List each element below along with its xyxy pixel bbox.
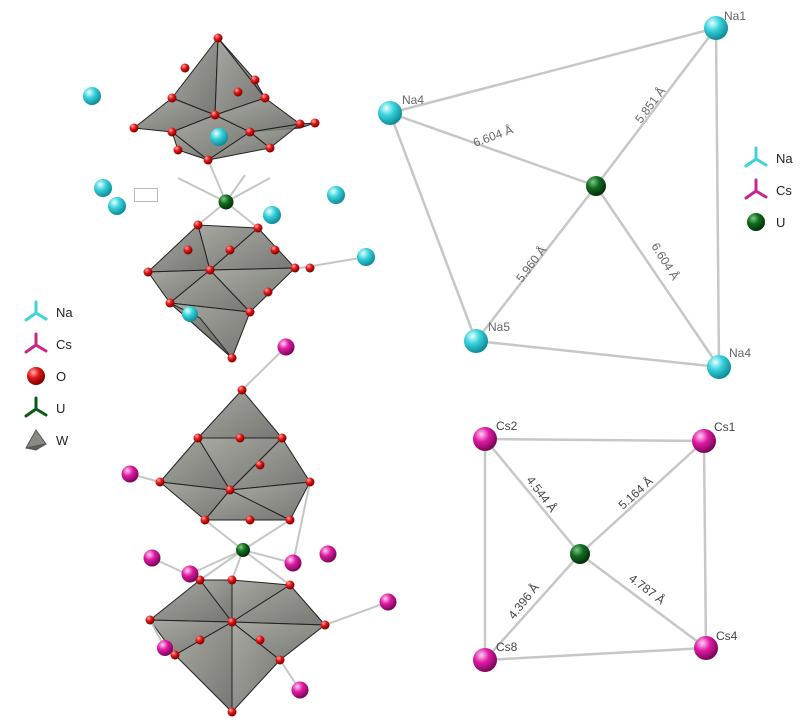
distance-na4-bottom: 6.604 Å	[648, 240, 683, 283]
cs-panel-labels: Cs2 Cs1 Cs8 Cs4	[496, 419, 738, 654]
cs8-label: Cs8	[496, 640, 518, 654]
u-atom-na-panel	[586, 176, 606, 196]
distance-na1: 5.851 Å	[631, 84, 668, 126]
cs2-label: Cs2	[496, 419, 518, 433]
legend-left-w-label: W	[56, 432, 69, 448]
na-panel-distances: 6.604 Å 5.851 Å 5.960 Å 6.604 Å	[471, 84, 683, 285]
na4-top-label: Na4	[402, 93, 424, 107]
cs8-atom	[473, 648, 497, 672]
cs1-label: Cs1	[714, 420, 736, 434]
w-polyhedra-cluster-cs-top	[158, 389, 311, 521]
legend-right-u: U	[742, 210, 793, 234]
legend-left-cs: Cs	[22, 332, 73, 356]
w-polyhedron-icon	[25, 429, 47, 451]
u-tripod-icon	[24, 396, 48, 418]
legend-left-o: O	[22, 364, 73, 388]
legend-left-u: U	[22, 396, 73, 420]
na4-bottom-atom	[707, 355, 731, 379]
legend-left-u-label: U	[56, 400, 66, 416]
legend-right-cs: Cs	[742, 178, 793, 202]
o-atoms-cs	[145, 385, 330, 717]
u-atom-bottom	[236, 543, 250, 557]
w-polyhedra-cluster-cs-bottom	[148, 579, 327, 714]
cs-tripod-icon	[24, 332, 48, 354]
distance-cs4: 4.787 Å	[626, 570, 668, 607]
cs4-label: Cs4	[716, 629, 738, 643]
legend-left-na-label: Na	[56, 304, 73, 320]
legend-right-cs-label: Cs	[776, 182, 792, 198]
na-tripod-icon	[744, 146, 768, 168]
na5-label: Na5	[488, 320, 510, 334]
cs-atoms-left	[121, 338, 397, 699]
legend-left-cs-label: Cs	[56, 336, 72, 352]
legend-left-w: W	[22, 428, 73, 452]
legend-right-na-label: Na	[776, 150, 793, 166]
distance-cs1: 5.164 Å	[615, 473, 656, 512]
na-coordination-panel: Na1 Na4 Na5 Na4 6.604 Å 5.851 Å 5.960 Å …	[378, 9, 751, 379]
na1-label: Na1	[724, 9, 746, 23]
legend-right-u-label: U	[776, 214, 786, 230]
cs2-atom	[473, 427, 497, 451]
cs-coordination-panel: Cs2 Cs1 Cs8 Cs4 4.544 Å 5.164 Å 4.396 Å …	[473, 419, 738, 672]
distance-na4-top: 6.604 Å	[471, 122, 515, 150]
w-polyhedra-cluster-middle	[146, 224, 297, 359]
cs-panel-edges	[483, 437, 708, 662]
legend-left-o-label: O	[56, 368, 67, 384]
na-tripod-icon	[24, 300, 48, 322]
na-panel-edges	[388, 26, 721, 369]
na-atoms-left	[83, 87, 375, 322]
na-structure	[83, 33, 375, 363]
u-atom-cs-panel	[570, 544, 590, 564]
cs-structure	[121, 338, 397, 717]
cs-tripod-icon	[744, 178, 768, 200]
legend-left-na: Na	[22, 300, 73, 324]
u-sphere-icon	[747, 213, 765, 231]
cs1-atom	[692, 429, 716, 453]
o-atoms-top	[129, 33, 320, 363]
distance-na5: 5.960 Å	[512, 243, 549, 285]
na4-top-atom	[378, 101, 402, 125]
o-sphere-icon	[27, 367, 45, 385]
na-panel-labels: Na1 Na4 Na5 Na4	[402, 9, 751, 360]
legend-right-na: Na	[742, 146, 793, 170]
na5-atom	[464, 329, 488, 353]
cs4-atom	[694, 636, 718, 660]
legend-right: Na Cs U	[742, 146, 793, 242]
legend-left: Na Cs O U W	[22, 300, 73, 460]
na1-atom	[704, 16, 728, 40]
small-marker-box	[134, 188, 158, 202]
u-atom-top	[218, 194, 234, 210]
na4-bottom-label: Na4	[729, 346, 751, 360]
